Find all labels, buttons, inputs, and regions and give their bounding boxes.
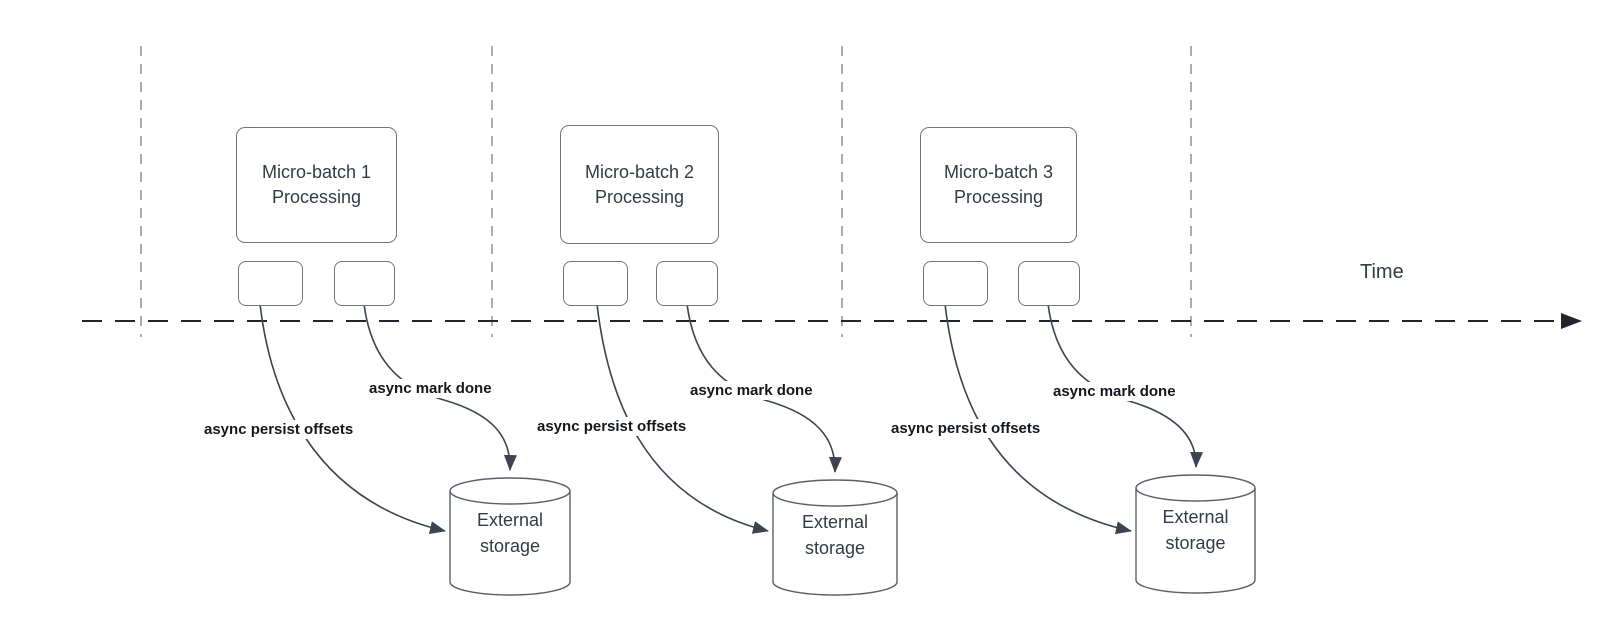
storage-cylinder-3 — [1135, 474, 1256, 594]
async-persist-offsets-label: async persist offsets — [888, 419, 1044, 438]
external-storage-line2: storage — [1165, 533, 1226, 553]
persist-offsets-curve-1 — [259, 303, 446, 534]
cylinder-rim-icon — [1135, 487, 1256, 502]
storage-cylinder-2 — [772, 479, 898, 596]
async-persist-offsets-label: async persist offsets — [201, 420, 357, 439]
async-mark-done-label: async mark done — [687, 381, 816, 400]
cylinder-rim-icon — [449, 490, 571, 505]
external-storage-label: External storage — [450, 507, 570, 559]
micro-batch-processing-box: Micro-batch 2 Processing — [560, 125, 719, 244]
mark-done-task-box — [1018, 261, 1080, 306]
async-persist-offsets-label: async persist offsets — [534, 417, 690, 436]
micro-batch-title-line1: Micro-batch 3 — [943, 162, 1054, 182]
external-storage-line2: storage — [804, 538, 866, 558]
mark-done-task-box — [334, 261, 395, 306]
persist-offsets-curve-2 — [596, 303, 769, 534]
time-axis-label: Time — [1360, 261, 1404, 283]
persist-offsets-task-box — [563, 261, 628, 306]
micro-batch-title-line2: Processing — [594, 186, 685, 207]
mark-done-task-box — [656, 261, 718, 306]
micro-batch-processing-box: Micro-batch 1 Processing — [236, 127, 397, 243]
async-mark-done-label: async mark done — [1050, 382, 1179, 401]
cylinder-rim-icon — [772, 492, 898, 507]
micro-batch-title-line2: Processing — [953, 187, 1044, 207]
persist-offsets-curve-3 — [944, 303, 1132, 535]
external-storage-line2: storage — [479, 536, 541, 556]
storage-cylinder-1 — [449, 477, 571, 596]
external-storage-label: External storage — [773, 509, 897, 561]
persist-offsets-task-box — [923, 261, 988, 306]
micro-batch-title-line1: Micro-batch 1 — [261, 162, 372, 182]
micro-batch-title-line2: Processing — [271, 187, 362, 207]
persist-offsets-task-box — [238, 261, 303, 306]
external-storage-label: External storage — [1136, 504, 1255, 556]
micro-batch-processing-box: Micro-batch 3 Processing — [920, 127, 1077, 243]
async-mark-done-label: async mark done — [366, 379, 495, 398]
time-axis-arrowhead-icon — [1561, 313, 1582, 329]
external-storage-line1: External — [1162, 507, 1229, 527]
external-storage-line1: External — [476, 510, 544, 530]
external-storage-line1: External — [801, 512, 869, 532]
mark-done-curve-2 — [686, 303, 842, 473]
micro-batch-title-line1: Micro-batch 2 — [584, 161, 695, 182]
mark-done-curve-1 — [363, 303, 517, 471]
